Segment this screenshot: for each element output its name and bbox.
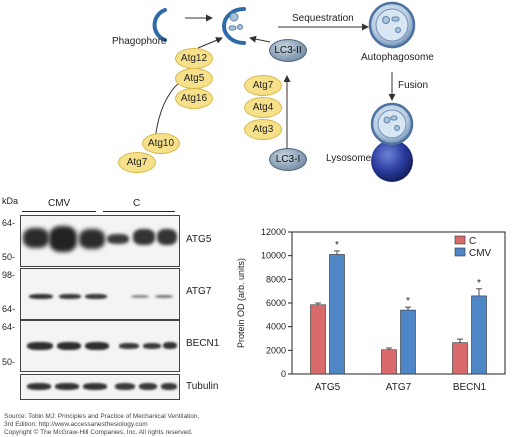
marker-atg7-64: 64- — [2, 304, 16, 314]
significance-star: * — [406, 296, 410, 307]
legend-swatch-cmv — [454, 247, 466, 257]
significance-star: * — [477, 278, 481, 289]
y-tick-label: 0 — [281, 369, 286, 379]
bar-c-atg5 — [310, 304, 326, 375]
fusion-label: Fusion — [398, 80, 429, 91]
blot-atg7 — [20, 268, 180, 320]
y-tick-label: 2000 — [266, 345, 286, 355]
autophagosome-label: Autophagosome — [361, 52, 434, 63]
marker-atg5-50: 50- — [2, 252, 16, 262]
y-tick-label: 8000 — [266, 274, 286, 284]
group-line-cmv — [22, 211, 96, 212]
lc3-ii-node: LC3-II — [269, 39, 307, 62]
sequestration-label: Sequestration — [292, 13, 354, 24]
bar-cmv-becn1 — [471, 295, 487, 375]
bar-c-becn1 — [452, 342, 468, 375]
marker-becn1-64: 64- — [2, 322, 16, 332]
marker-becn1-50: 50- — [2, 357, 16, 367]
atg3-conj-node: Atg3 — [244, 119, 282, 140]
kda-label: kDa — [2, 196, 19, 206]
y-tick-label: 10000 — [261, 251, 286, 261]
source-line-3: Copyright © The McGraw-Hill Companies, I… — [4, 429, 193, 436]
row-label-atg5: ATG5 — [186, 234, 212, 245]
y-tick-label: 12000 — [261, 227, 286, 237]
legend-swatch-c — [454, 235, 466, 245]
atg4-conj-node: Atg4 — [244, 97, 282, 118]
marker-atg7-98: 98- — [2, 270, 16, 280]
atg16-node: Atg16 — [175, 88, 213, 109]
y-tick-label: 6000 — [266, 298, 286, 308]
atg7-left-node: Atg7 — [118, 152, 156, 173]
atg10-node: Atg10 — [142, 133, 180, 154]
bar-cmv-atg5 — [329, 254, 345, 375]
source-line-2: 3rd Edition: http://www.accessanesthesio… — [4, 421, 148, 428]
group-label-c: C — [133, 198, 141, 209]
bar-cmv-atg7 — [400, 309, 416, 375]
x-tick-label: ATG7 — [386, 382, 412, 393]
x-tick-label: ATG5 — [315, 382, 341, 393]
blot-becn1 — [20, 320, 180, 372]
legend-label-c: C — [469, 236, 476, 247]
y-axis-label: Protein OD (arb. units) — [236, 258, 246, 348]
y-tick-label: 4000 — [266, 322, 286, 332]
row-label-atg7: ATG7 — [186, 286, 212, 297]
expanding-phagophore — [222, 7, 246, 45]
group-label-cmv: CMV — [48, 198, 71, 209]
lc3-i-node: LC3-I — [269, 148, 307, 171]
marker-atg5-64: 64- — [2, 218, 16, 228]
atg7-conj-node: Atg7 — [244, 75, 282, 96]
lysosome — [371, 140, 413, 182]
x-tick-label: BECN1 — [453, 382, 487, 393]
atg5-node: Atg5 — [175, 68, 213, 89]
autophagy-diagram — [152, 1, 416, 182]
blot-tubulin — [20, 374, 180, 400]
bar-c-atg7 — [381, 349, 397, 375]
row-label-becn1: BECN1 — [186, 338, 220, 349]
phagophore-label: Phagophore — [112, 36, 167, 47]
atg12-node: Atg12 — [175, 48, 213, 69]
phagophore-crescent — [152, 8, 167, 42]
lysosome-label: Lysosome — [326, 153, 372, 164]
row-label-tubulin: Tubulin — [186, 381, 219, 392]
legend-label-cmv: CMV — [469, 248, 492, 259]
source-line-1: Source: Tobin MJ: Principles and Practic… — [4, 413, 200, 420]
blot-atg5 — [20, 215, 180, 267]
significance-star: * — [335, 240, 339, 251]
group-line-c — [103, 211, 175, 212]
